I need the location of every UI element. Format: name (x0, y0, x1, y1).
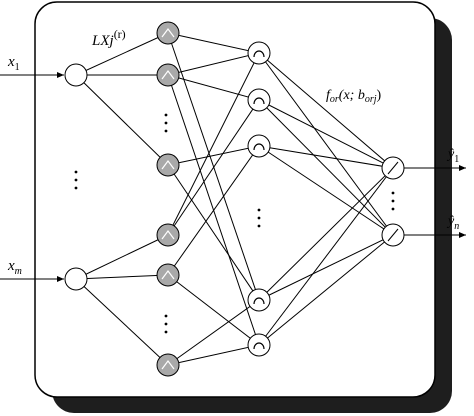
frame (34, 1, 436, 398)
edge-mf2-rule2 (167, 145, 260, 166)
membership-node-1 (156, 63, 180, 87)
rule-layer (247, 41, 271, 357)
edge-mf3-rule1 (167, 99, 260, 236)
edge-rule0-out0 (258, 52, 394, 169)
rule-node-2 (247, 134, 271, 158)
output-node-n (381, 223, 405, 247)
ellipsis-rules (257, 208, 261, 228)
input-label-m: xm (7, 258, 22, 277)
edge-mf4-rule2 (167, 145, 260, 276)
edge-inputm-mf4 (75, 274, 169, 280)
edge-mf4-rule4 (167, 274, 260, 346)
edge-input1-mf2 (75, 74, 169, 166)
output-label-n: ŷn (446, 214, 459, 232)
membership-node-5 (156, 353, 180, 377)
edge-rule3-out0 (258, 167, 394, 301)
input-label-1: x1 (7, 54, 20, 73)
edge-mf5-rule4 (167, 344, 260, 366)
rule-node-3 (247, 288, 271, 312)
edge-mf3-rule0 (167, 52, 260, 236)
edge-mf5-rule3 (167, 299, 260, 366)
edge-rule4-out1 (258, 234, 394, 346)
edge-rule2-out0 (258, 145, 394, 169)
ellipsis-mf-top (164, 113, 168, 133)
connection-edges (75, 32, 394, 366)
membership-node-3 (156, 223, 180, 247)
membership-layer (156, 21, 180, 377)
rule-node-1 (247, 88, 271, 112)
edge-rule1-out1 (258, 99, 394, 236)
edge-rule0-out1 (258, 52, 394, 236)
input-node-m (64, 267, 88, 291)
edge-mf0-rule3 (167, 32, 260, 301)
edge-mf1-rule0 (167, 52, 260, 76)
edge-inputm-mf3 (75, 234, 169, 280)
output-label-1: ŷ1 (446, 147, 459, 165)
ellipsis-outputs (391, 191, 395, 211)
edge-rule3-out1 (258, 234, 394, 301)
ellipsis-inputs (74, 170, 78, 190)
edge-inputm-mf5 (75, 278, 169, 366)
edge-mf1-rule1 (167, 74, 260, 101)
membership-node-0 (156, 21, 180, 45)
edge-rule2-out1 (258, 145, 394, 236)
rule-node-4 (247, 333, 271, 357)
edge-rule4-out0 (258, 167, 394, 346)
edge-mf2-rule3 (167, 164, 260, 301)
rule-node-0 (247, 41, 271, 65)
membership-node-2 (156, 153, 180, 177)
membership-node-4 (156, 263, 180, 287)
edge-input1-mf0 (75, 32, 169, 76)
input-node-1 (64, 63, 88, 87)
membership-layer-label: LXj(r) (91, 27, 126, 49)
output-node-1 (381, 156, 405, 180)
ellipsis-mf-bottom (164, 314, 168, 334)
rule-layer-label: for(x; borj) (326, 88, 382, 105)
edge-rule1-out0 (258, 99, 394, 169)
edge-mf0-rule0 (167, 32, 260, 54)
